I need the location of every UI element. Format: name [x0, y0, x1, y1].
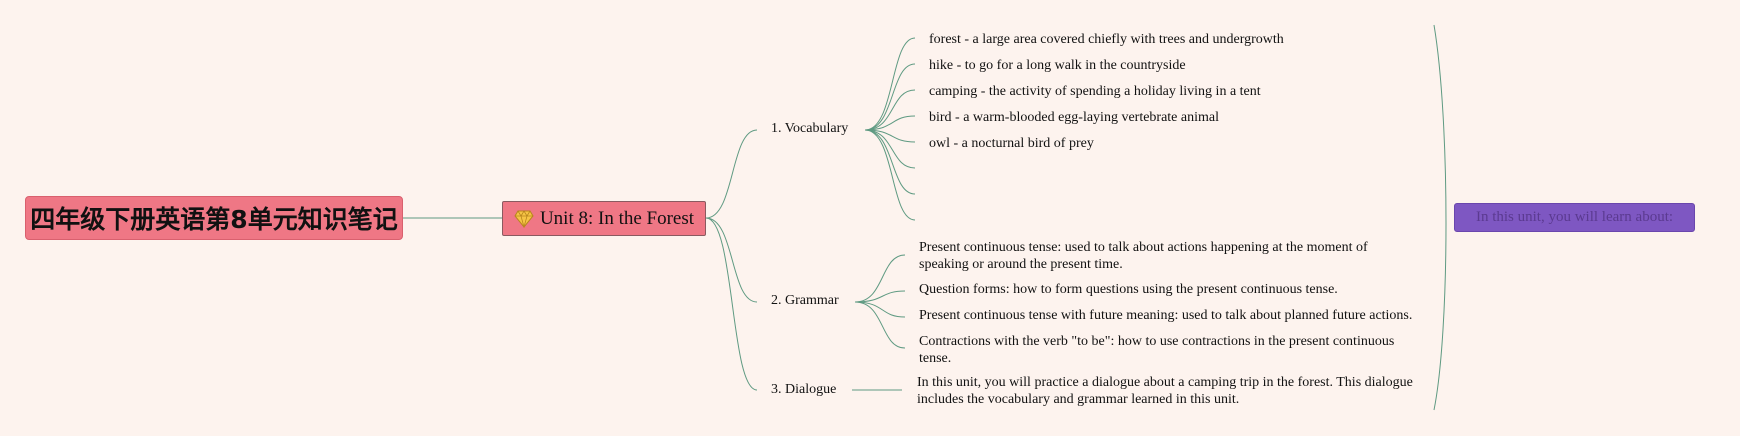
grammar-item-question-forms[interactable]: Question forms: how to form questions us…: [919, 281, 1338, 298]
dialogue-item-label: In this unit, you will practice a dialog…: [917, 375, 1413, 407]
root-topic[interactable]: 四年级下册英语第8单元知识笔记: [25, 196, 403, 240]
root-topic-label: 四年级下册英语第8单元知识笔记: [30, 205, 398, 234]
vocab-item-label: bird - a warm-blooded egg-laying vertebr…: [929, 110, 1219, 125]
branch-grammar[interactable]: 2. Grammar: [771, 293, 839, 309]
vocab-item-forest[interactable]: forest - a large area covered chiefly wi…: [929, 31, 1284, 48]
gem-icon: [514, 209, 534, 228]
dialogue-item[interactable]: In this unit, you will practice a dialog…: [917, 374, 1427, 408]
connector-vocab-6: [864, 129, 916, 169]
connector-vocab-4: [864, 115, 916, 131]
vocab-item-label: owl - a nocturnal bird of prey: [929, 136, 1094, 151]
grammar-item-label: Contractions with the verb "to be": how …: [919, 334, 1395, 366]
vocab-item-camping[interactable]: camping - the activity of spending a hol…: [929, 83, 1261, 100]
summary-topic-label: In this unit, you will learn about:: [1475, 209, 1674, 225]
grammar-item-label: Question forms: how to form questions us…: [919, 282, 1338, 297]
main-topic-label: Unit 8: In the Forest: [539, 207, 695, 229]
connector-vocab-7: [864, 129, 916, 195]
summary-bracket: [1433, 24, 1447, 411]
vocab-item-label: hike - to go for a long walk in the coun…: [929, 58, 1186, 73]
branch-dialogue-label: 3. Dialogue: [771, 382, 837, 397]
grammar-item-present-continuous[interactable]: Present continuous tense: used to talk a…: [919, 239, 1399, 273]
branch-vocabulary[interactable]: 1. Vocabulary: [771, 121, 848, 137]
connector-grammar-4: [854, 301, 906, 349]
branch-dialogue[interactable]: 3. Dialogue: [771, 382, 836, 398]
connector-main-vocabulary: [705, 129, 758, 219]
grammar-item-label: Present continuous tense with future mea…: [919, 308, 1413, 323]
vocab-item-label: camping - the activity of spending a hol…: [929, 84, 1261, 99]
connector-grammar-3: [854, 301, 906, 318]
vocab-item-hike[interactable]: hike - to go for a long walk in the coun…: [929, 57, 1186, 74]
connector-vocab-8: [864, 129, 916, 221]
grammar-item-future-meaning[interactable]: Present continuous tense with future mea…: [919, 307, 1412, 324]
grammar-item-label: Present continuous tense: used to talk a…: [919, 240, 1368, 272]
connector-vocab-5: [864, 129, 916, 143]
connector-vocab-1: [864, 37, 916, 131]
connector-vocab-2: [864, 63, 916, 131]
vocab-item-bird[interactable]: bird - a warm-blooded egg-laying vertebr…: [929, 109, 1219, 126]
vocab-item-label: forest - a large area covered chiefly wi…: [929, 32, 1284, 47]
branch-grammar-label: 2. Grammar: [771, 293, 839, 308]
connector-main-dialogue: [705, 217, 758, 391]
connector-main-grammar: [705, 217, 758, 303]
branch-vocabulary-label: 1. Vocabulary: [771, 121, 849, 136]
main-topic[interactable]: Unit 8: In the Forest: [502, 201, 706, 236]
grammar-item-contractions[interactable]: Contractions with the verb "to be": how …: [919, 333, 1409, 367]
vocab-item-owl[interactable]: owl - a nocturnal bird of prey: [929, 135, 1094, 152]
connector-grammar-2: [854, 290, 906, 303]
summary-topic[interactable]: In this unit, you will learn about:: [1454, 203, 1695, 232]
connector-vocab-3: [864, 89, 916, 131]
connector-grammar-1: [854, 254, 906, 303]
